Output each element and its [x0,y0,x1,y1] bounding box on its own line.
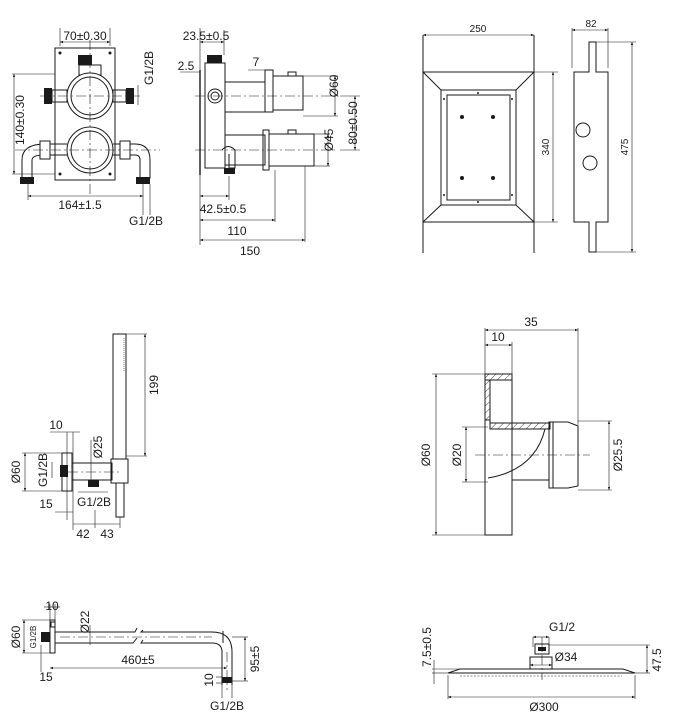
dim-depth-top: 23.5±0.5 [183,29,230,43]
dim-box-total-height: 475 [620,138,631,155]
dim-box-inner-height: 340 [541,138,552,155]
dim-spout-dia-inner: Ø20 [450,443,464,466]
dim-arm-end: 10 [202,673,216,687]
dim-hs-dia-plate: Ø60 [9,460,23,483]
shower-head-view [432,635,650,699]
hs-thread-outlet: G1/2B [77,495,111,509]
dim-spout-plate: 10 [491,330,505,344]
dim-depth-outlet: 42.5±0.5 [200,202,247,216]
dim-width-bottom: 164±1.5 [58,198,102,212]
dim-gap: 7 [253,55,260,69]
dim-width-top: 70±0.30 [63,29,107,43]
dim-hs-42: 42 [76,527,90,541]
dim-head-diameter: Ø300 [529,700,559,714]
arm-thread-wall: G1/2B [29,626,38,649]
dim-hs-offset: 15 [39,497,53,511]
dim-dia-lower: Ø45 [322,128,336,151]
dim-arm-drop: 95±5 [248,645,262,672]
dim-box-depth: 82 [585,19,597,30]
dim-plate: 2.5 [178,59,195,73]
dim-spout-dia-plate: Ø60 [419,443,433,466]
dim-spout-length: 35 [524,315,538,329]
dim-arm-plate: 10 [45,599,59,613]
dim-spacing: 80±0.50 [346,101,360,145]
dim-head-thickness: 7.5±0.5 [420,627,434,667]
shower-arm-view [22,604,248,698]
dim-arm-dia: Ø22 [78,610,92,633]
dim-hs-dia-handle: Ø25 [91,435,105,458]
spout-section-view [432,328,612,536]
dim-depth-150: 150 [240,244,260,258]
dim-arm-dia-plate: Ø60 [9,625,23,648]
dim-head-connector: Ø34 [555,650,578,664]
valve-front-view [12,28,160,215]
dim-box-width: 250 [470,24,487,35]
head-thread: G1/2 [549,620,575,634]
dim-depth-110: 110 [227,224,246,238]
dim-arm-offset: 15 [39,670,53,684]
thread-side-label: G1/2B [142,51,156,85]
valve-side-view [180,28,360,245]
dim-head-height: 47.5 [650,648,664,672]
dim-dia-upper: Ø60 [327,74,341,97]
hs-thread-wall: G1/2B [36,453,50,487]
thread-bottom-label: G1/2B [129,214,163,228]
dim-hs-43: 43 [100,527,114,541]
dim-handle-length: 199 [147,375,161,395]
dim-spout-dia-knob: Ø25.5 [611,438,625,471]
dim-height: 140±0.30 [13,95,27,145]
hand-shower-view [22,333,147,530]
arm-thread-end: G1/2B [210,699,244,713]
dim-hs-plate: 10 [49,418,63,432]
install-box-views [422,28,636,253]
dim-arm-length: 460±5 [121,653,155,667]
